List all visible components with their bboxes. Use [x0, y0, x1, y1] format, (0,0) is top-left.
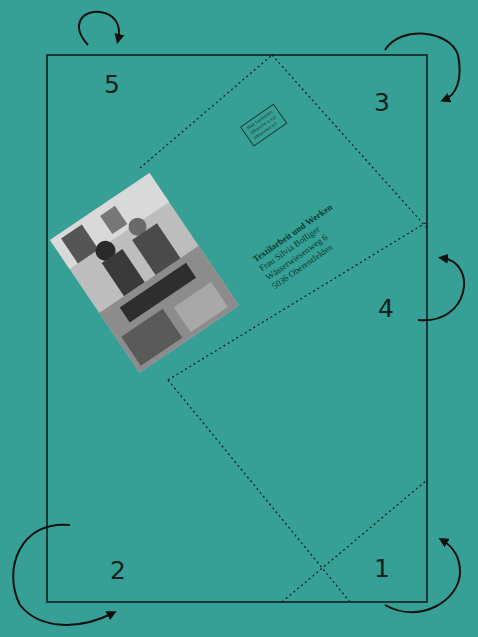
stamp-box: Bitte frankierenAffranchir s.v.p.Affranc…	[240, 104, 287, 147]
callout-number: 5	[104, 72, 120, 97]
fold-arrows	[13, 12, 464, 625]
photo	[50, 173, 239, 373]
callout-number: 4	[378, 296, 394, 321]
sheet-outline	[47, 55, 427, 602]
callout-number: 1	[374, 556, 390, 581]
callout-number: 2	[110, 558, 126, 583]
fold-lines	[140, 55, 427, 602]
callout-number: 3	[374, 90, 390, 115]
address-block: Textilarbeit und WerkenFrau Silvia Bolli…	[251, 202, 354, 292]
